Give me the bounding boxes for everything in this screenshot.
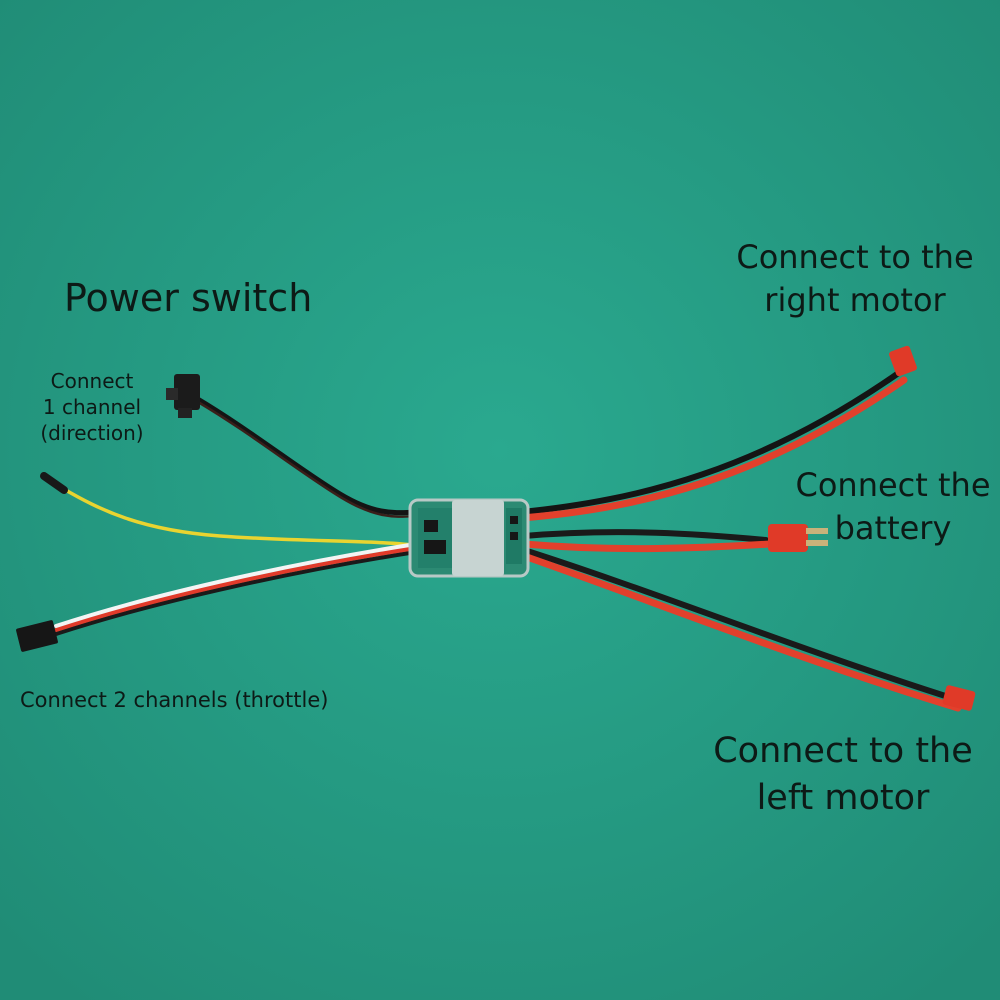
label-channel2: Connect 2 channels (throttle) — [20, 688, 329, 712]
esc-board — [408, 498, 530, 578]
label-battery: Connect the battery — [778, 464, 1000, 550]
label-left-motor: Connect to the left motor — [688, 728, 998, 823]
signal-plug-channel2 — [16, 620, 58, 652]
motor-plug-right — [889, 345, 917, 377]
label-right-motor-line1: Connect to the — [736, 238, 974, 276]
label-left-motor-line2: left motor — [756, 778, 930, 819]
left-motor-lead — [520, 547, 962, 712]
motor-plug-left — [942, 685, 976, 711]
label-battery-line1: Connect the — [795, 466, 991, 504]
battery-lead — [520, 529, 774, 553]
label-channel1-line2: 1 channel — [42, 395, 142, 419]
label-channel1-line3: (direction) — [40, 421, 144, 445]
label-battery-line2: battery — [834, 509, 952, 548]
label-right-motor: Connect to the right motor — [720, 236, 990, 322]
right-motor-lead — [518, 369, 908, 522]
power-switch — [166, 374, 200, 418]
battery-t-plug — [768, 524, 828, 552]
signal-lead-channel2 — [54, 542, 418, 636]
label-power-switch: Power switch — [64, 276, 313, 320]
signal-lead-channel1 — [40, 472, 422, 548]
label-left-motor-line1: Connect to the — [713, 731, 973, 771]
label-right-motor-line2: right motor — [764, 281, 946, 320]
label-channel1-line1: Connect — [50, 369, 134, 393]
label-channel1: Connect 1 channel (direction) — [18, 368, 166, 446]
power-switch-lead — [193, 395, 423, 518]
